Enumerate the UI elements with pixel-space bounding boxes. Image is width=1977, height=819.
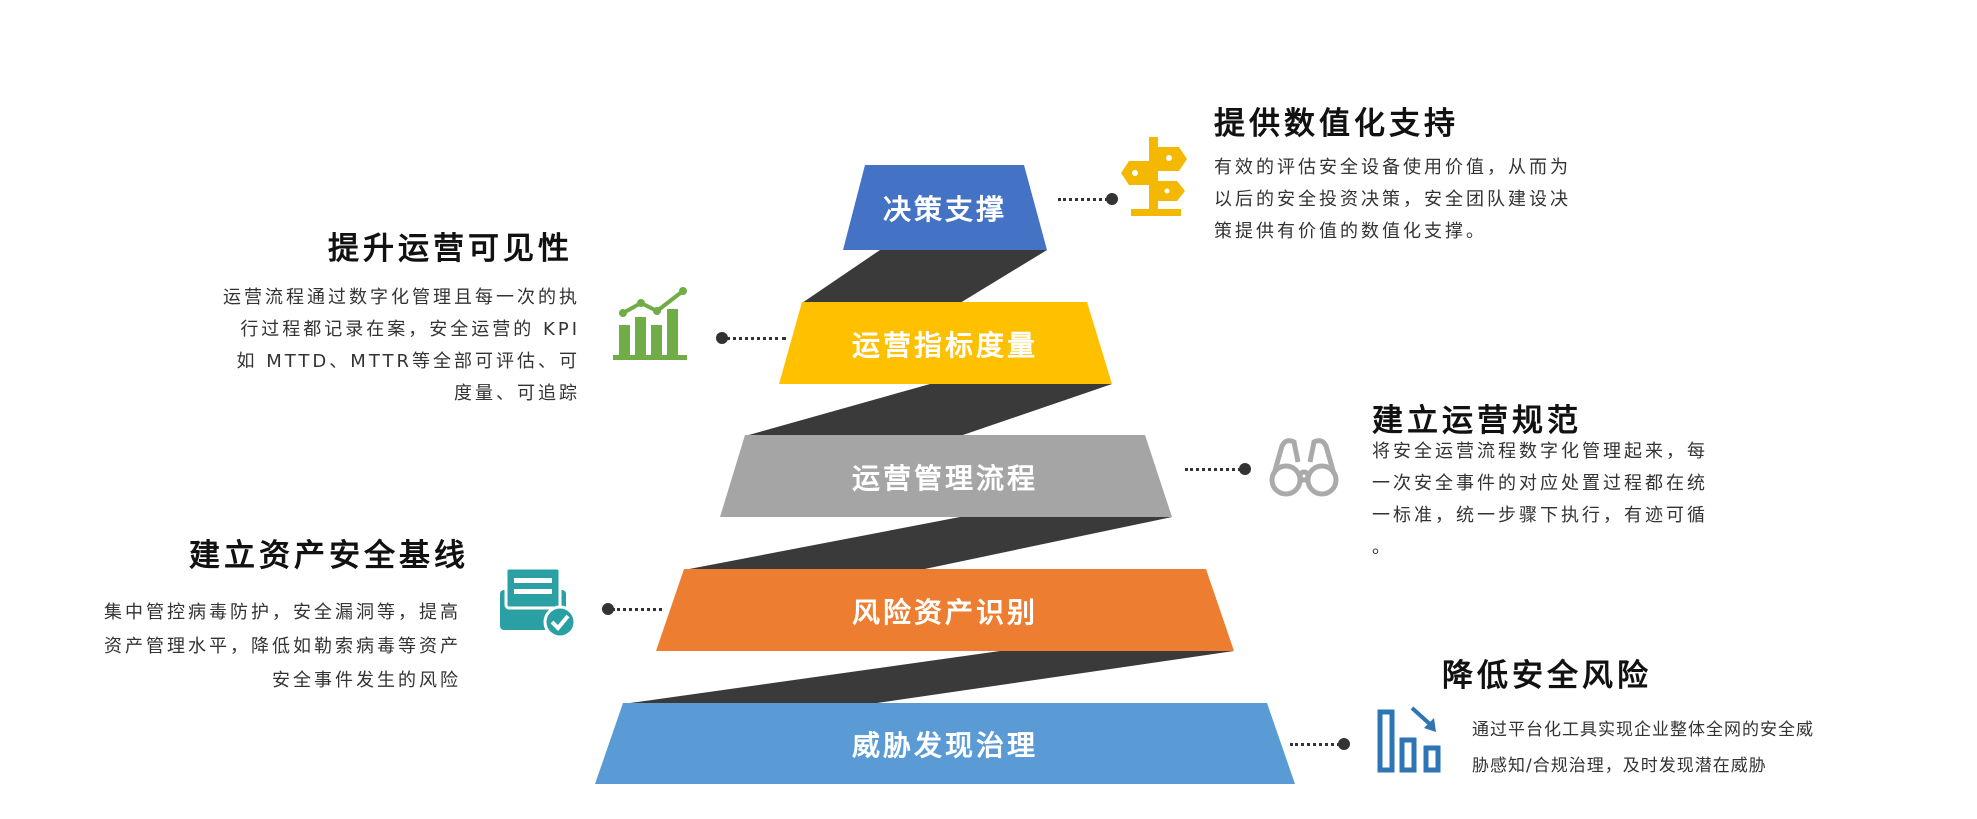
- body-line: 集中管控病毒防护，安全漏洞等，提高: [104, 602, 461, 623]
- pyramid-layer-5: [595, 703, 1295, 784]
- callout-title-standards: 建立运营规范: [1372, 403, 1582, 439]
- connector-3: [684, 517, 1172, 570]
- body-line: 行过程都记录在案，安全运营的 KPI: [240, 319, 580, 340]
- connector-1: [802, 250, 1047, 303]
- body-line: 有效的评估安全设备使用价值，从而为: [1214, 157, 1571, 178]
- body-line: 资产管理水平，降低如勒索病毒等资产: [104, 636, 461, 657]
- pyramid-layer-3: [720, 435, 1172, 517]
- callout-body-numeric-support: 有效的评估安全设备使用价值，从而为 以后的安全投资决策，安全团队建设决 策提供有…: [1214, 152, 1571, 248]
- signpost-icon: [1121, 137, 1187, 216]
- callout-body-baseline: 集中管控病毒防护，安全漏洞等，提高 资产管理水平，降低如勒索病毒等资产 安全事件…: [104, 596, 461, 698]
- layer-label-threat: 威胁发现治理: [851, 729, 1038, 762]
- pyramid-layer-1: [843, 165, 1047, 250]
- body-line: 度量、可追踪: [454, 383, 580, 404]
- callout-body-risk: 通过平台化工具实现企业整体全网的安全威 胁感知/合规治理，及时发现潜在威胁: [1472, 712, 1814, 784]
- callout-title-visibility: 提升运营可见性: [328, 231, 573, 267]
- body-line: 胁感知/合规治理，及时发现潜在威胁: [1472, 756, 1767, 776]
- body-line: 将安全运营流程数字化管理起来，每: [1372, 441, 1708, 462]
- body-line: 运营流程通过数字化管理且每一次的执: [223, 287, 580, 308]
- connector-dots: [1185, 463, 1253, 475]
- layer-label-process: 运营管理流程: [851, 462, 1038, 495]
- body-line: 一标准，统一步骤下执行，有迹可循: [1372, 505, 1708, 526]
- body-line: 如 MTTD、MTTR等全部可评估、可: [236, 351, 580, 372]
- connector-dots: [716, 332, 788, 344]
- body-line: 。: [1372, 537, 1393, 558]
- connector-2: [745, 384, 1112, 436]
- document-check-icon: [500, 568, 577, 638]
- body-line: 以后的安全投资决策，安全团队建设决: [1214, 189, 1571, 210]
- callout-title-baseline: 建立资产安全基线: [189, 538, 469, 574]
- connector-dots: [1058, 193, 1118, 205]
- declining-bars-icon: [1377, 706, 1441, 773]
- callout-body-visibility: 运营流程通过数字化管理且每一次的执 行过程都记录在案，安全运营的 KPI 如 M…: [223, 282, 580, 410]
- callout-body-standards: 将安全运营流程数字化管理起来，每 一次安全事件的对应处置过程都在统 一标准，统一…: [1372, 436, 1708, 564]
- body-line: 安全事件发生的风险: [272, 670, 461, 691]
- callout-title-risk: 降低安全风险: [1442, 658, 1652, 694]
- connector-dots: [1290, 738, 1352, 750]
- pyramid-layer-4: [656, 569, 1234, 651]
- layer-label-asset-risk: 风险资产识别: [851, 596, 1038, 629]
- body-line: 通过平台化工具实现企业整体全网的安全威: [1472, 720, 1814, 740]
- connector-dots: [602, 603, 664, 615]
- layer-label-metrics: 运营指标度量: [851, 329, 1038, 362]
- binoculars-icon: [1269, 438, 1339, 497]
- body-line: 策提供有价值的数值化支撑。: [1214, 221, 1487, 242]
- body-line: 一次安全事件的对应处置过程都在统: [1372, 473, 1708, 494]
- layer-label-decision-support: 决策支撑: [882, 193, 1007, 226]
- bar-chart-trend-icon: [613, 287, 687, 360]
- callout-title-numeric-support: 提供数值化支持: [1214, 106, 1459, 142]
- connector-4: [623, 651, 1234, 704]
- pyramid-layer-2: [779, 302, 1112, 384]
